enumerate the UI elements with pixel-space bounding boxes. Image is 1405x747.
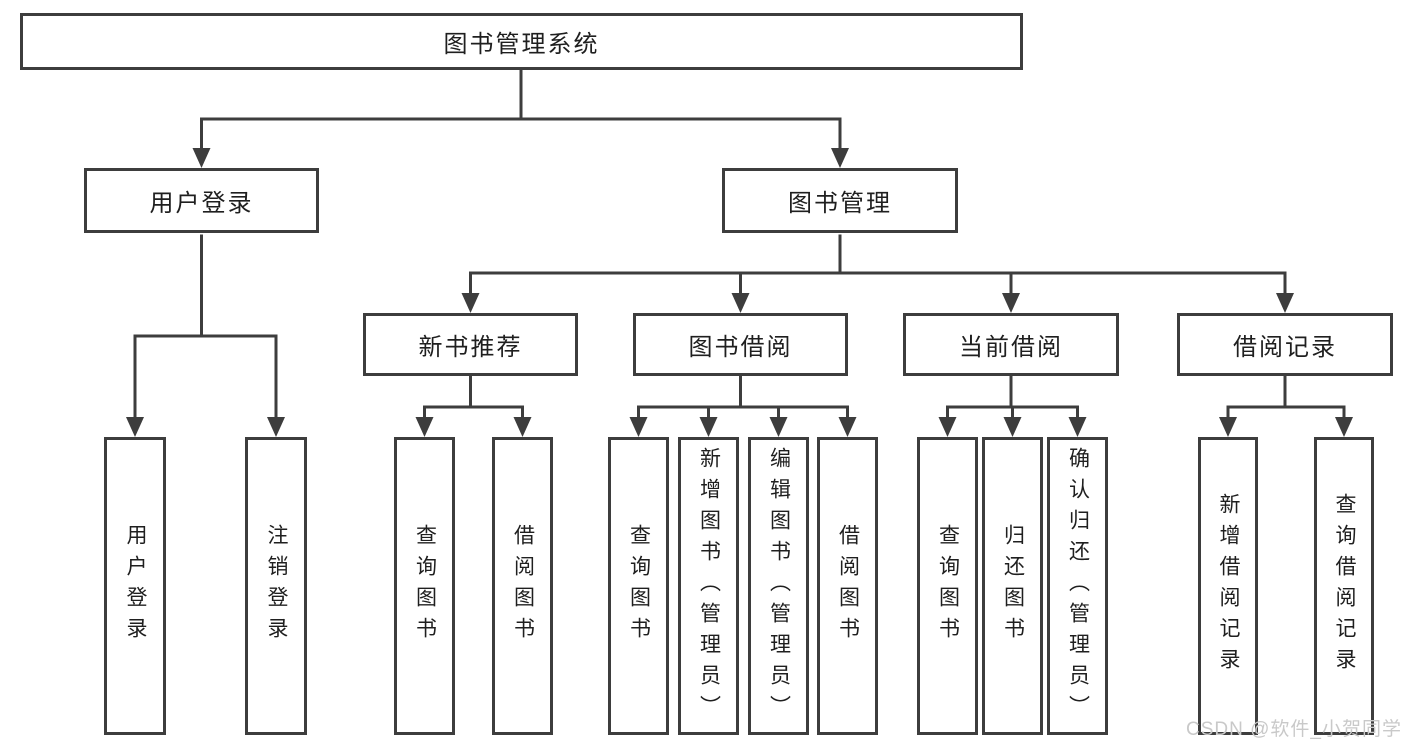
leaf-logout: 注销登录 xyxy=(245,437,307,735)
csdn-watermark: CSDN @软件_小贺同学 xyxy=(1186,719,1402,740)
node-root: 图书管理系统 xyxy=(20,13,1023,70)
node-borrow-records: 借阅记录 xyxy=(1177,313,1393,376)
leaf-return-book: 归还图书 xyxy=(982,437,1043,735)
leaf-add-book-admin: 新增图书（管理员） xyxy=(678,437,739,735)
leaf-query-books-1: 查询图书 xyxy=(394,437,455,735)
leaf-borrow-books-1: 借阅图书 xyxy=(492,437,553,735)
leaf-edit-book-admin: 编辑图书（管理员） xyxy=(748,437,809,735)
node-new-book-recommend: 新书推荐 xyxy=(363,313,578,376)
leaf-query-books-2: 查询图书 xyxy=(608,437,669,735)
leaf-confirm-return-admin: 确认归还（管理员） xyxy=(1047,437,1108,735)
leaf-borrow-books-2: 借阅图书 xyxy=(817,437,878,735)
leaf-add-borrow-record: 新增借阅记录 xyxy=(1198,437,1258,735)
node-current-borrow: 当前借阅 xyxy=(903,313,1119,376)
node-book-borrow: 图书借阅 xyxy=(633,313,848,376)
leaf-user-login: 用户登录 xyxy=(104,437,166,735)
node-user-login: 用户登录 xyxy=(84,168,319,233)
leaf-query-borrow-record: 查询借阅记录 xyxy=(1314,437,1374,735)
leaf-query-books-3: 查询图书 xyxy=(917,437,978,735)
node-book-management: 图书管理 xyxy=(722,168,958,233)
